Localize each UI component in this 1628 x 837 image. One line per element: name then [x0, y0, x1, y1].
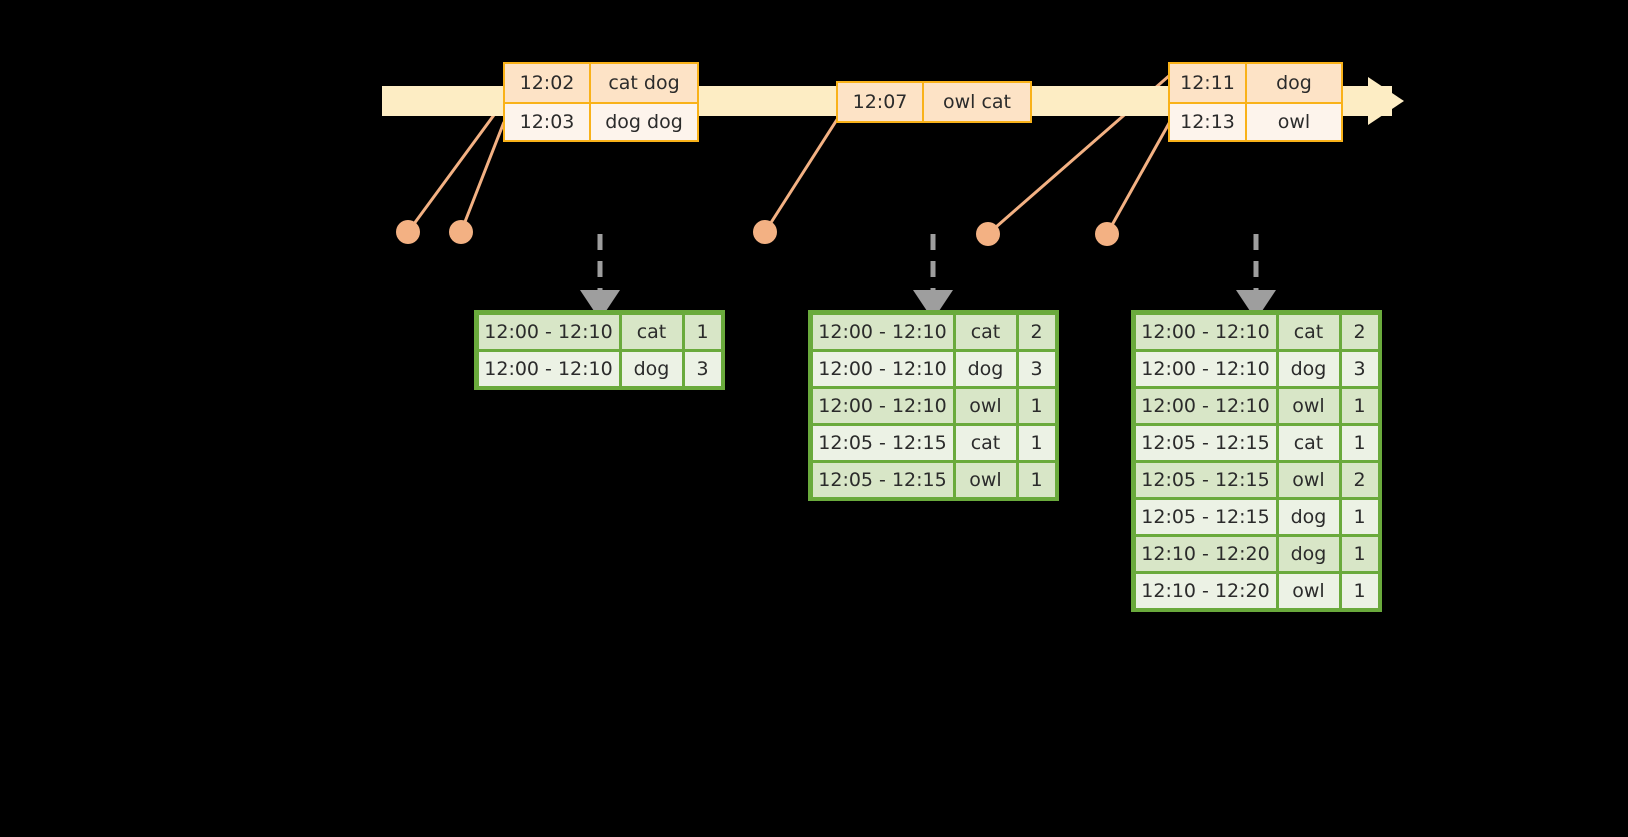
arrow-right-icon — [1368, 77, 1404, 125]
dot-1202 — [396, 220, 420, 244]
cell-window: 12:00 - 12:10 — [478, 314, 619, 349]
cell-key: owl — [955, 462, 1016, 497]
event-time: 12:03 — [505, 104, 589, 140]
dot-1203 — [449, 220, 473, 244]
cell-key: dog — [955, 351, 1016, 386]
cell-count: 1 — [1341, 499, 1378, 534]
event-box-1[interactable]: 12:02 cat dog 12:03 dog dog — [503, 62, 699, 142]
leader-line-1203 — [459, 121, 506, 233]
cell-count: 1 — [1018, 425, 1055, 460]
cell-key: dog — [621, 351, 682, 386]
cell-count: 2 — [1341, 462, 1378, 497]
cell-key: cat — [1278, 314, 1339, 349]
event-row: 12:11 dog — [1170, 64, 1341, 102]
event-row: 12:07 owl cat — [838, 83, 1030, 121]
cell-count: 1 — [1018, 388, 1055, 423]
cell-key: cat — [955, 314, 1016, 349]
cell-key: dog — [1278, 536, 1339, 571]
event-words: owl — [1245, 104, 1341, 140]
cell-count: 1 — [684, 314, 721, 349]
cell-window: 12:00 - 12:10 — [1135, 314, 1276, 349]
cell-count: 1 — [1341, 573, 1378, 608]
event-words: cat dog — [589, 64, 697, 102]
event-box-3[interactable]: 12:11 dog 12:13 owl — [1168, 62, 1343, 142]
cell-window: 12:00 - 12:10 — [478, 351, 619, 386]
cell-count: 2 — [1018, 314, 1055, 349]
cell-count: 2 — [1341, 314, 1378, 349]
event-time: 12:11 — [1170, 64, 1245, 102]
leader-line-1207 — [763, 117, 840, 233]
event-row: 12:03 dog dog — [505, 102, 697, 140]
dot-1207 — [753, 220, 777, 244]
event-row: 12:13 owl — [1170, 102, 1341, 140]
cell-window: 12:05 - 12:15 — [812, 462, 953, 497]
cell-count: 1 — [1341, 536, 1378, 571]
leader-line-1213 — [1105, 117, 1174, 235]
cell-count: 1 — [1341, 388, 1378, 423]
leader-line-1202 — [406, 99, 507, 233]
event-row: 12:02 cat dog — [505, 64, 697, 102]
cell-window: 12:00 - 12:10 — [812, 388, 953, 423]
cell-key: cat — [955, 425, 1016, 460]
cell-window: 12:05 - 12:15 — [1135, 499, 1276, 534]
cell-count: 1 — [1341, 425, 1378, 460]
cell-key: owl — [1278, 573, 1339, 608]
cell-key: owl — [1278, 462, 1339, 497]
cell-key: cat — [1278, 425, 1339, 460]
cell-window: 12:05 - 12:15 — [812, 425, 953, 460]
cell-key: cat — [621, 314, 682, 349]
dot-1211 — [976, 222, 1000, 246]
cell-count: 3 — [1018, 351, 1055, 386]
event-words: dog — [1245, 64, 1341, 102]
cell-count: 3 — [1341, 351, 1378, 386]
event-time: 12:02 — [505, 64, 589, 102]
cell-key: dog — [1278, 499, 1339, 534]
cell-window: 12:00 - 12:10 — [1135, 351, 1276, 386]
cell-key: owl — [1278, 388, 1339, 423]
cell-key: owl — [955, 388, 1016, 423]
event-box-2[interactable]: 12:07 owl cat — [836, 81, 1032, 123]
cell-window: 12:00 - 12:10 — [812, 314, 953, 349]
cell-window: 12:05 - 12:15 — [1135, 462, 1276, 497]
event-words: owl cat — [922, 83, 1030, 121]
cell-key: dog — [1278, 351, 1339, 386]
cell-window: 12:00 - 12:10 — [812, 351, 953, 386]
event-time: 12:13 — [1170, 104, 1245, 140]
cell-window: 12:10 - 12:20 — [1135, 536, 1276, 571]
cell-count: 3 — [684, 351, 721, 386]
cell-count: 1 — [1018, 462, 1055, 497]
cell-window: 12:10 - 12:20 — [1135, 573, 1276, 608]
dot-1213 — [1095, 222, 1119, 246]
event-words: dog dog — [589, 104, 697, 140]
cell-window: 12:05 - 12:15 — [1135, 425, 1276, 460]
cell-window: 12:00 - 12:10 — [1135, 388, 1276, 423]
event-time: 12:07 — [838, 83, 922, 121]
